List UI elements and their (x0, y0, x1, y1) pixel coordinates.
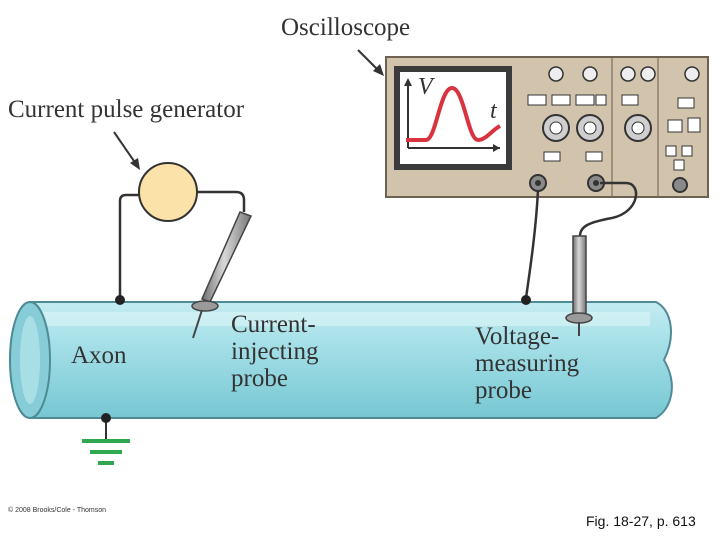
figure-reference: Fig. 18-27, p. 613 (586, 513, 696, 529)
screen-y-axis-label: V (418, 74, 433, 100)
oscilloscope-label: Oscilloscope (281, 14, 411, 41)
axon-contact-point (115, 295, 125, 305)
current-pulse-generator (138, 162, 198, 222)
oscilloscope-ground-cable (524, 189, 540, 299)
axon-label: Axon (71, 342, 127, 369)
generator-arrow (113, 131, 137, 165)
current-probe-label-line: probe (231, 365, 288, 392)
oscilloscope-probe-cable (578, 181, 638, 237)
voltage-probe-label: Voltage- measuring probe (475, 323, 579, 404)
current-probe-label-line: injecting (231, 338, 319, 365)
axon-reference-point (521, 295, 531, 305)
copyright-credit: © 2008 Brooks/Cole - Thomson (8, 507, 107, 514)
current-injecting-probe (191, 211, 253, 339)
current-probe-label-line: Current- (231, 311, 316, 338)
current-probe-label: Current- injecting probe (231, 311, 318, 392)
generator-probe-wire (193, 190, 246, 212)
axon (9, 301, 673, 419)
control-knobs (527, 66, 701, 193)
voltage-measuring-probe (565, 235, 593, 336)
generator-ground-wire (118, 193, 142, 300)
pulse-generator-label: Current pulse generator (8, 96, 245, 123)
voltage-probe-label-line: Voltage- (475, 323, 560, 350)
oscilloscope (385, 56, 709, 198)
oscilloscope-arrow (357, 49, 379, 71)
voltage-trace (406, 85, 502, 143)
ground-symbol (82, 413, 130, 465)
screen-x-axis-label: t (490, 98, 497, 124)
voltage-probe-label-line: probe (475, 377, 532, 404)
voltage-probe-label-line: measuring (475, 350, 580, 377)
